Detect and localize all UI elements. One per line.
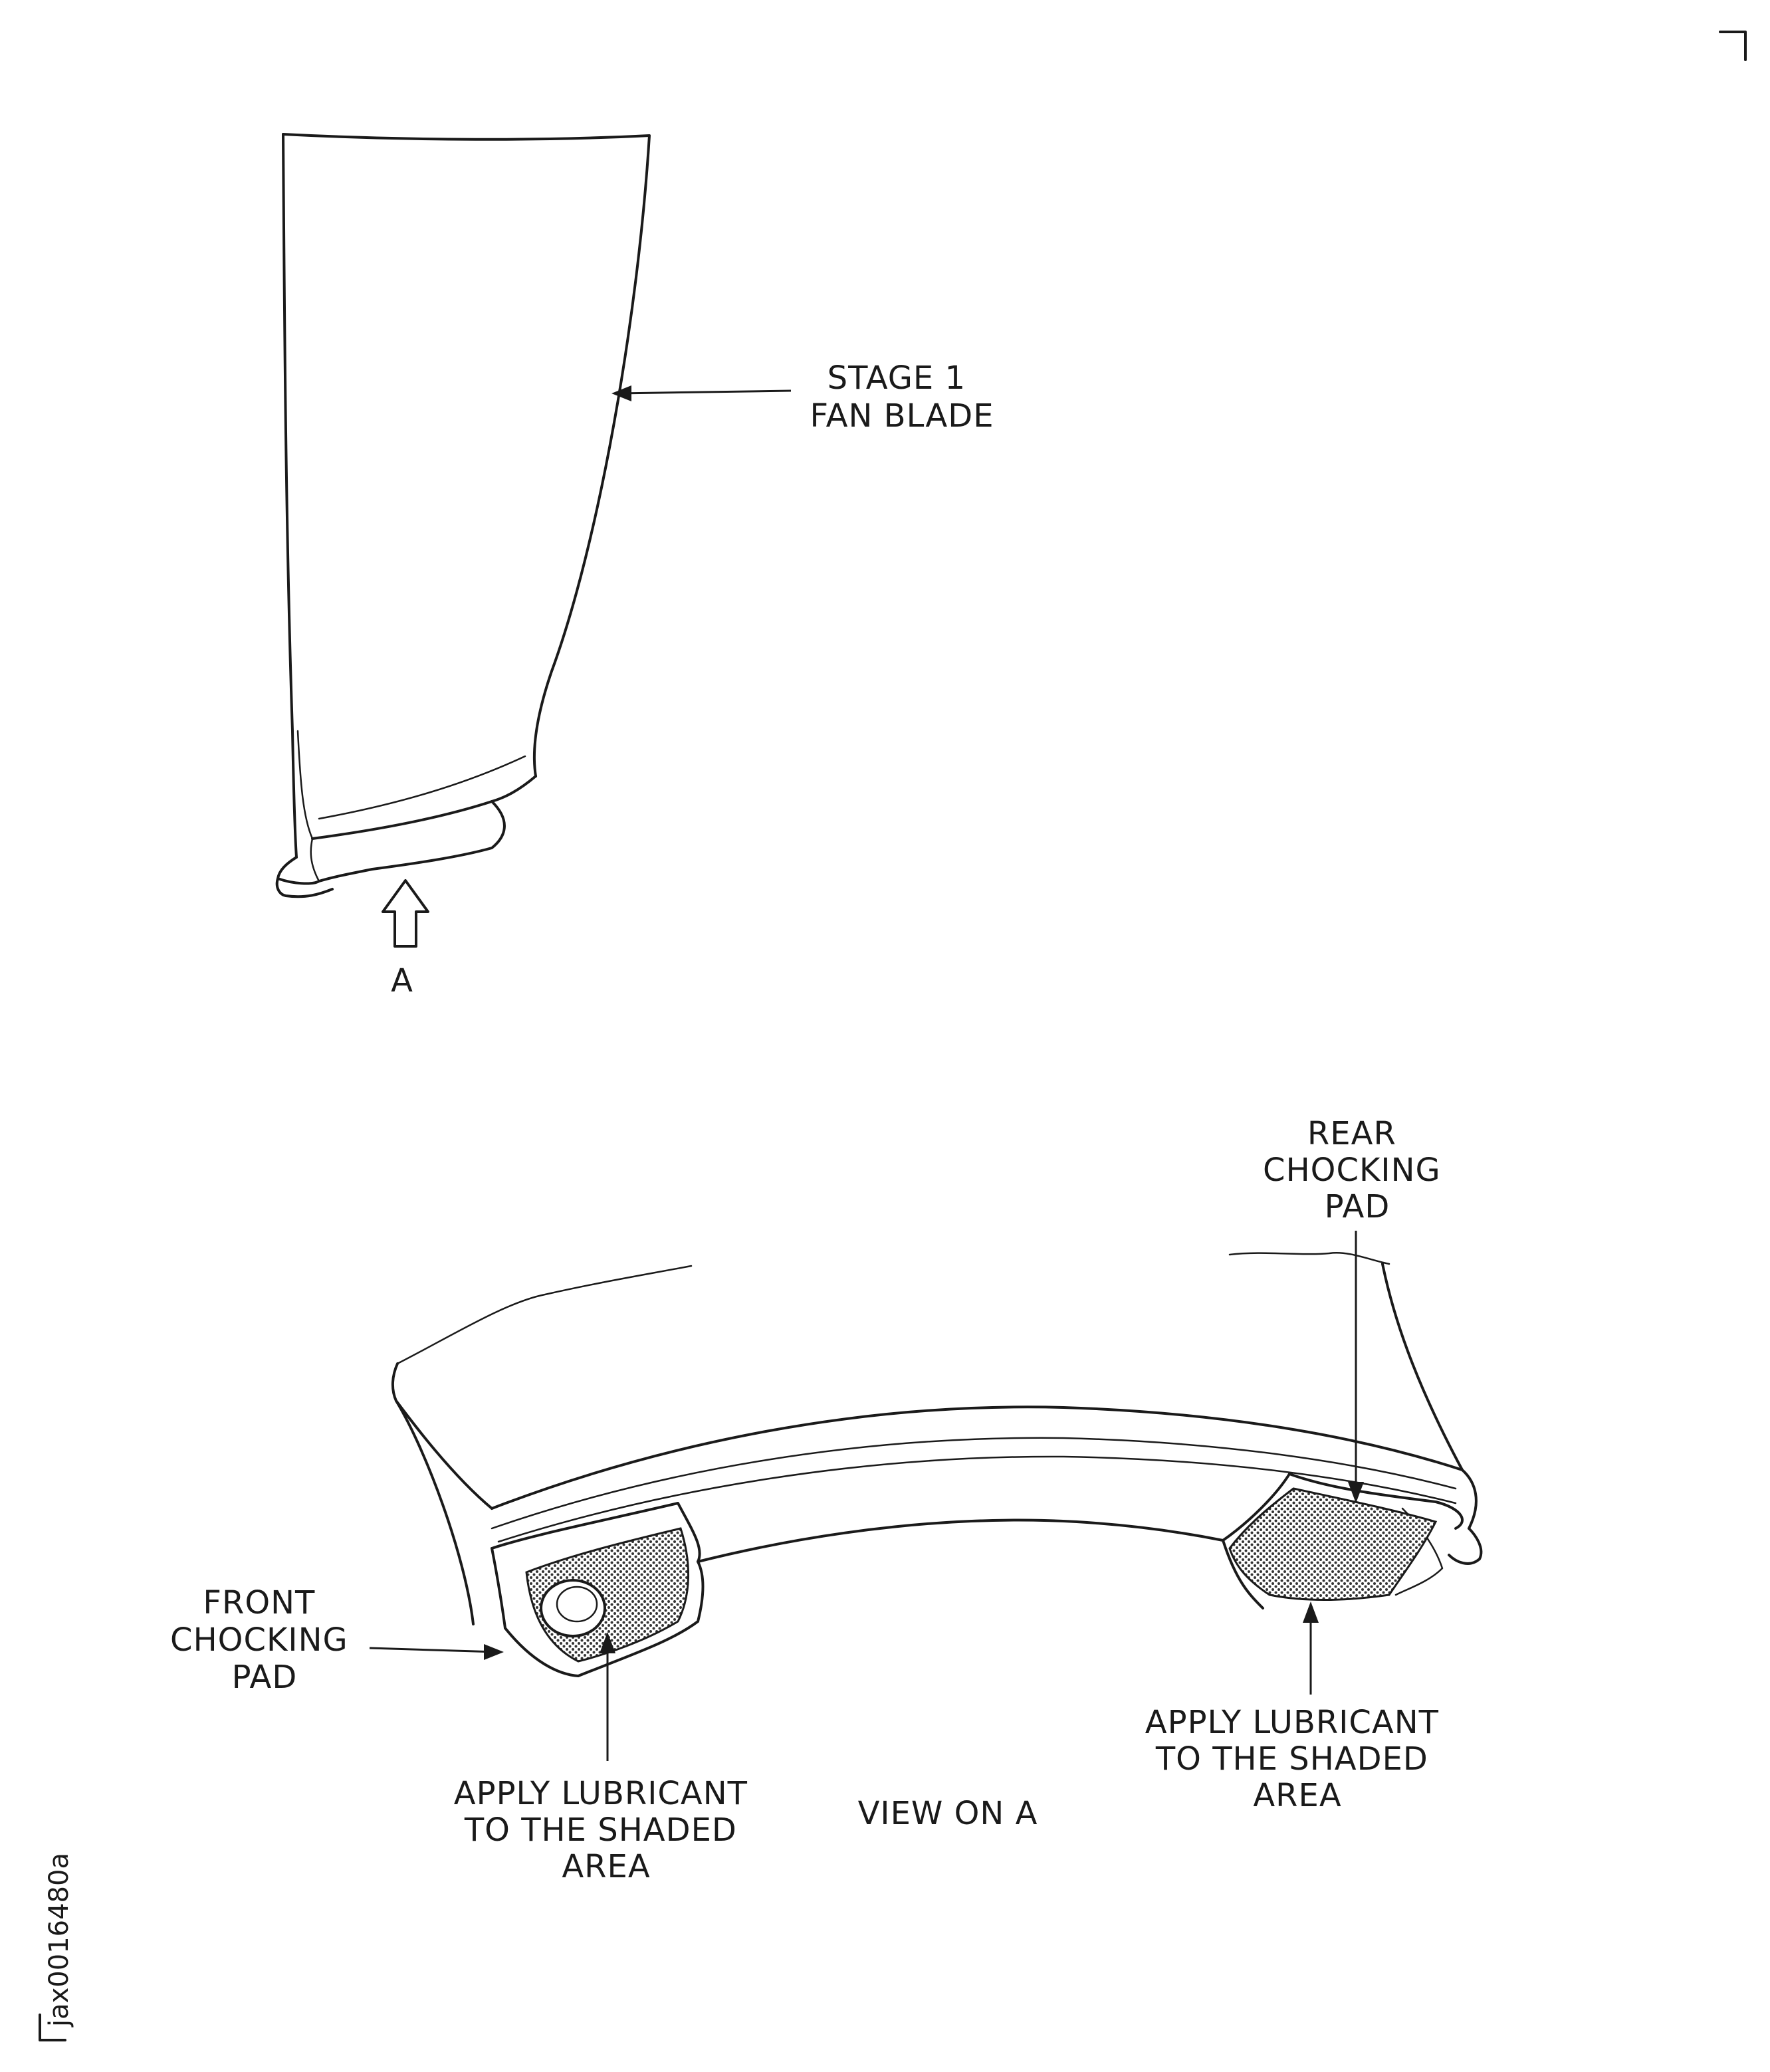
figure-id: jax0016480a bbox=[44, 1853, 74, 2027]
front-chocking-pad-line-1: FRONT bbox=[203, 1584, 315, 1621]
apply-lubricant-right-line-3: AREA bbox=[1253, 1777, 1341, 1814]
apply-lubricant-right-line-1: APPLY LUBRICANT bbox=[1145, 1704, 1439, 1741]
rear-chocking-pad-leader bbox=[1348, 1231, 1364, 1503]
rear-chocking-pad-label: REAR CHOCKING PAD bbox=[1263, 1115, 1452, 1225]
apply-lubricant-left-line-1: APPLY LUBRICANT bbox=[454, 1775, 748, 1812]
apply-lubricant-left-label: APPLY LUBRICANT TO THE SHADED AREA bbox=[454, 1775, 758, 1885]
stage1-fan-blade-label: STAGE 1 FAN BLADE bbox=[810, 360, 994, 435]
front-pad-bolt-hole bbox=[540, 1579, 606, 1637]
rear-chocking-pad-line-1: REAR bbox=[1307, 1115, 1396, 1152]
view-on-a-caption: VIEW ON A bbox=[858, 1795, 1038, 1832]
front-pad-shaded-area bbox=[525, 1527, 690, 1663]
blade-root-view-drawing bbox=[391, 1252, 1483, 1677]
fan-blade-leader bbox=[611, 385, 792, 401]
figure-id-block: jax0016480a bbox=[39, 1853, 74, 2041]
view-arrow-label: A bbox=[391, 962, 413, 999]
apply-lubricant-right-line-2: TO THE SHADED bbox=[1155, 1740, 1428, 1778]
rear-chocking-pad-line-3: PAD bbox=[1325, 1188, 1390, 1225]
view-arrow-a bbox=[382, 879, 429, 948]
front-chocking-pad-line-2: CHOCKING bbox=[170, 1621, 348, 1659]
stage1-fan-blade-line-2: FAN BLADE bbox=[810, 397, 994, 435]
front-chocking-pad-line-3: PAD bbox=[232, 1659, 298, 1696]
stage1-fan-blade-drawing bbox=[275, 133, 651, 898]
apply-lubricant-left-line-3: AREA bbox=[562, 1848, 650, 1885]
stage1-fan-blade-line-1: STAGE 1 bbox=[828, 360, 966, 397]
rear-chocking-pad-line-2: CHOCKING bbox=[1263, 1152, 1441, 1189]
apply-lubricant-right-label: APPLY LUBRICANT TO THE SHADED AREA bbox=[1145, 1704, 1450, 1814]
crop-mark-top-right bbox=[1719, 31, 1747, 61]
front-chocking-pad-leader bbox=[369, 1644, 504, 1660]
front-chocking-pad-label: FRONT CHOCKING PAD bbox=[170, 1584, 359, 1696]
apply-lubricant-left-line-2: TO THE SHADED bbox=[464, 1812, 737, 1849]
apply-lubricant-right-leader bbox=[1303, 1602, 1319, 1695]
rear-pad-shaded-area bbox=[1228, 1487, 1438, 1601]
apply-lubricant-left-leader bbox=[600, 1632, 615, 1761]
